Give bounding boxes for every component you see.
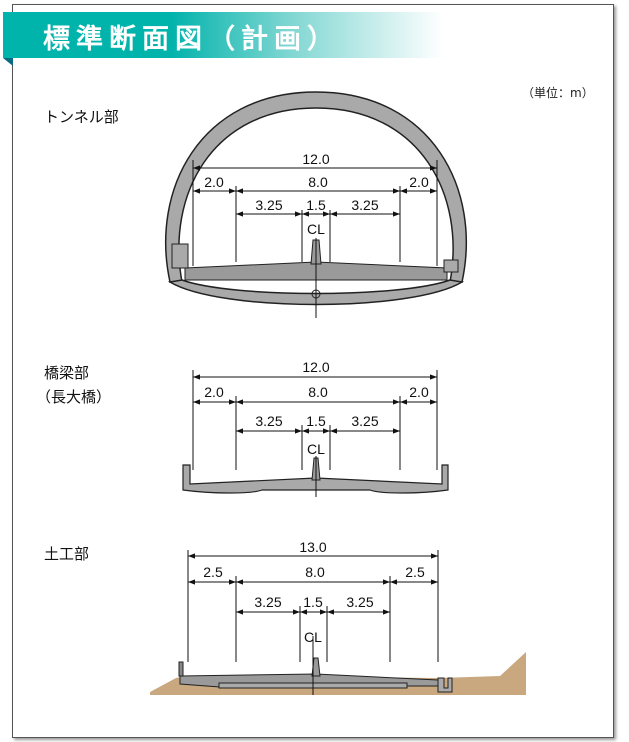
dim-median: 1.5 — [306, 197, 326, 213]
dim-left-shoulder: 2.5 — [203, 564, 223, 580]
centerline-label: CL — [307, 221, 325, 237]
bridge-section: 12.0 2.0 8.0 2.0 3.25 1.5 3.25 CL — [182, 359, 449, 497]
centerline-label: CL — [304, 629, 322, 645]
centerline-label: CL — [307, 441, 325, 457]
dim-right-shoulder: 2.0 — [409, 384, 429, 400]
side-ditch — [437, 677, 453, 693]
bridge-label: 橋梁部 — [44, 364, 90, 382]
page-title: 標準断面図（計画） — [43, 24, 340, 55]
dim-right-lane: 3.25 — [351, 197, 378, 213]
dim-left-lane: 3.25 — [255, 413, 282, 429]
dim-total: 12.0 — [302, 151, 329, 167]
tunnel-label: トンネル部 — [44, 108, 119, 126]
bridge-sublabel: （長大橋） — [36, 388, 112, 406]
dim-left-lane: 3.25 — [254, 594, 281, 610]
dim-right-lane: 3.25 — [351, 413, 378, 429]
tunnel-invert — [167, 279, 465, 306]
dim-median: 1.5 — [303, 594, 323, 610]
dim-right-shoulder: 2.5 — [405, 564, 425, 580]
unit-note: （単位：m） — [522, 86, 594, 100]
dim-total: 13.0 — [299, 539, 326, 555]
dim-carriageway: 8.0 — [308, 174, 328, 190]
dim-carriageway: 8.0 — [305, 564, 325, 580]
dim-total: 12.0 — [302, 359, 329, 375]
dim-right-lane: 3.25 — [346, 594, 373, 610]
earthwork-label: 土工部 — [44, 545, 90, 563]
dim-left-shoulder: 2.0 — [204, 384, 224, 400]
title-banner: 標準断面図（計画） — [3, 12, 443, 58]
ground-embankment — [150, 652, 526, 695]
dim-left-lane: 3.25 — [255, 197, 282, 213]
figure-frame — [12, 4, 614, 738]
dim-carriageway: 8.0 — [308, 384, 328, 400]
dim-median: 1.5 — [306, 413, 326, 429]
earthwork-section: 13.0 2.5 8.0 2.5 3.25 1.5 3.25 CL — [150, 539, 526, 695]
tunnel-section: 12.0 2.0 8.0 2.0 3.25 1.5 3.25 CL — [165, 91, 467, 318]
dim-left-shoulder: 2.0 — [204, 174, 224, 190]
banner-fold-decoration — [3, 58, 13, 66]
dim-right-shoulder: 2.0 — [409, 174, 429, 190]
